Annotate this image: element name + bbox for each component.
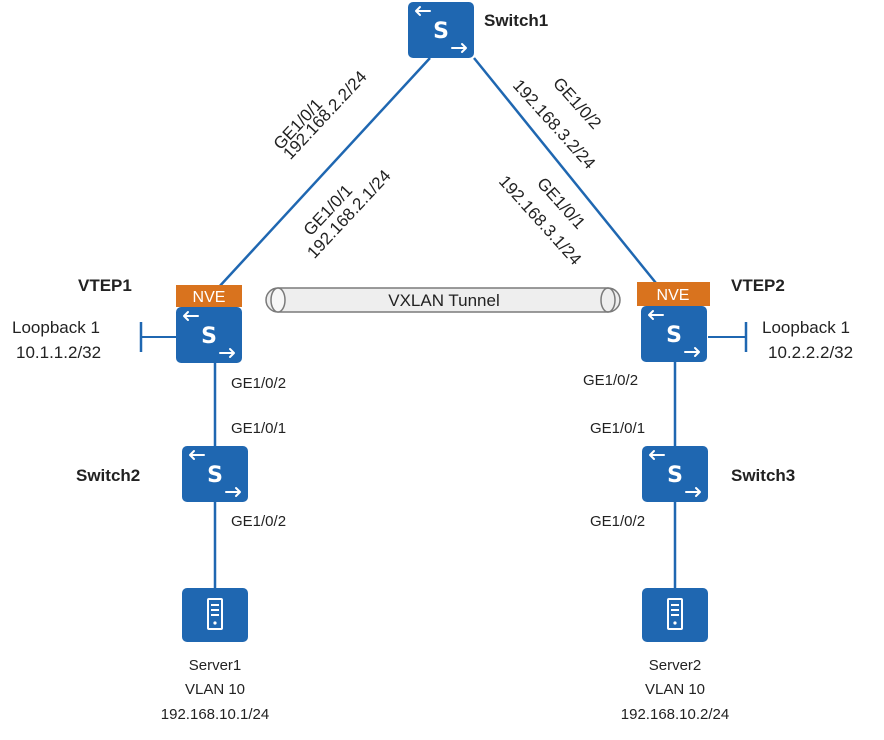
vxlan-tunnel: VXLAN Tunnel [265, 287, 621, 313]
switch-letter: S [667, 463, 683, 488]
vtep2-switch[interactable]: S [641, 306, 707, 362]
switch-letter: S [207, 463, 223, 488]
vtep1-downlink-interface: GE1/0/2 [231, 375, 286, 392]
server2-vlan: VLAN 10 [645, 681, 705, 698]
switch3-downlink-interface: GE1/0/2 [590, 513, 645, 530]
server2-name: Server2 [649, 657, 702, 674]
switch-icon [408, 2, 474, 58]
vtep2-loopback-name: Loopback 1 [762, 318, 850, 337]
tunnel-pipe [265, 287, 621, 313]
vtep1-loopback-ip: 10.1.1.2/32 [16, 343, 101, 362]
switch-icon [641, 306, 707, 362]
vtep1-name: VTEP1 [78, 276, 132, 295]
switch3[interactable]: S [642, 446, 708, 502]
vtep1-nve-label: NVE [193, 289, 226, 306]
vtep1-switch[interactable]: S [176, 307, 242, 363]
server2[interactable] [642, 588, 708, 642]
switch-icon [182, 446, 248, 502]
links [139, 57, 748, 590]
switch-icon [176, 307, 242, 363]
vtep2-name: VTEP2 [731, 276, 785, 295]
switch1-name: Switch1 [484, 11, 548, 30]
vtep2-nve-badge [637, 282, 710, 306]
server2-ip: 192.168.10.2/24 [621, 706, 729, 723]
switch3-name: Switch3 [731, 466, 795, 485]
switch2-uplink-interface: GE1/0/1 [231, 420, 286, 437]
switch-letter: S [201, 324, 217, 349]
link-switch1-vtep2 [473, 57, 661, 289]
tunnel-end-right [600, 287, 616, 313]
server1-ip: 192.168.10.1/24 [161, 706, 269, 723]
switch2-downlink-interface: GE1/0/2 [231, 513, 286, 530]
server1[interactable] [182, 588, 248, 642]
vtep1-nve-badge [176, 285, 242, 307]
switch-icon [642, 446, 708, 502]
server1-name: Server1 [189, 657, 242, 674]
tunnel-end-left [270, 287, 286, 313]
switch-letter: S [433, 19, 449, 44]
vtep1-loopback-name: Loopback 1 [12, 318, 100, 337]
server1-vlan: VLAN 10 [185, 681, 245, 698]
switch3-uplink-interface: GE1/0/1 [590, 420, 645, 437]
switch1[interactable]: S [408, 2, 474, 58]
switch2[interactable]: S [182, 446, 248, 502]
vtep2-downlink-interface: GE1/0/2 [583, 372, 638, 389]
vtep2-loopback-ip: 10.2.2.2/32 [768, 343, 853, 362]
switch-letter: S [666, 323, 682, 348]
vtep2-nve-label: NVE [657, 287, 690, 304]
tunnel-label: VXLAN Tunnel [388, 291, 500, 310]
link-switch1-vtep1 [217, 57, 431, 289]
switch2-name: Switch2 [76, 466, 140, 485]
